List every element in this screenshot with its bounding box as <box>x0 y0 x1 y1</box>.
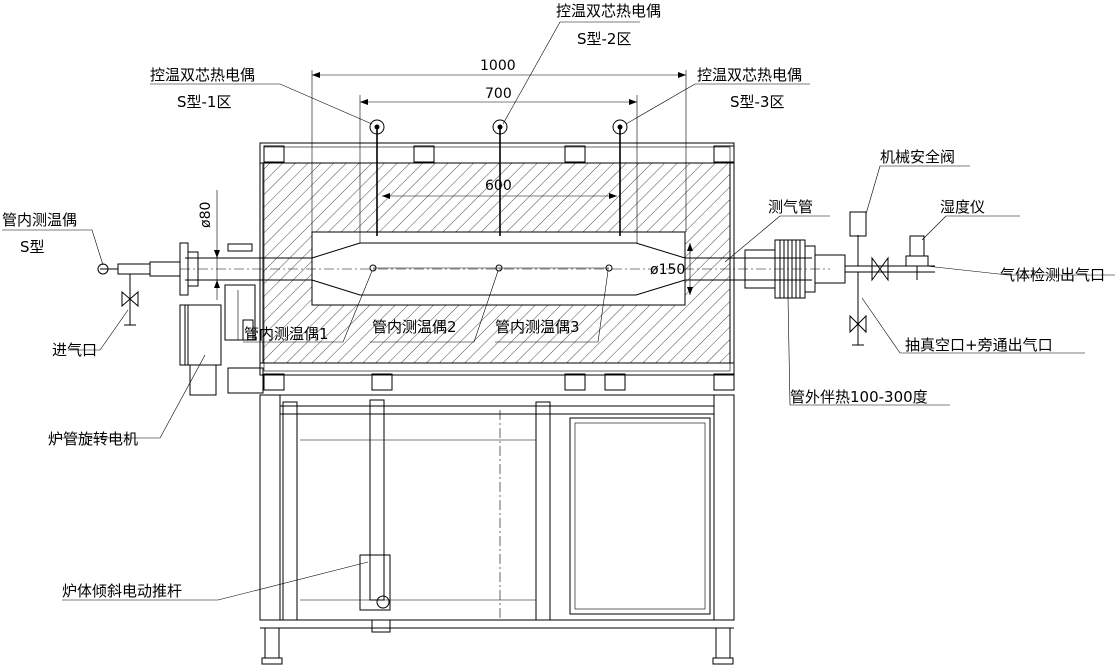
dim-dia150: ø150 <box>650 262 685 278</box>
label-tc-zone3-type: S型-3区 <box>730 93 784 111</box>
label-tube-tc-type: S型 <box>20 238 45 256</box>
label-tc-zone1-type: S型-1区 <box>177 93 231 111</box>
labels: 控温双芯热电偶 S型-2区 控温双芯热电偶 S型-1区 控温双芯热电偶 S型-3… <box>2 2 1105 600</box>
zone-thermocouples <box>369 119 628 236</box>
label-vacuum-port: 抽真空口+旁通出气口 <box>905 336 1053 354</box>
label-heat-tracing: 管外伴热100-300度 <box>790 388 928 406</box>
label-gas-inlet: 进气口 <box>52 341 97 359</box>
inlet-end <box>97 242 253 326</box>
label-mech-safety-valve: 机械安全阀 <box>880 148 955 166</box>
label-inner-tc3: 管内测温偶3 <box>495 318 580 336</box>
label-hygrometer: 湿度仪 <box>940 198 985 216</box>
label-tc-zone2: 控温双芯热电偶 <box>556 2 661 20</box>
label-tube-motor: 炉管旋转电机 <box>48 430 138 448</box>
label-inner-tc1: 管内测温偶1 <box>244 325 329 343</box>
outlet-end <box>744 211 935 346</box>
process-tube <box>180 242 830 296</box>
label-tilt-actuator: 炉体倾斜电动推杆 <box>62 582 182 600</box>
label-tc-zone2-type: S型-2区 <box>577 30 631 48</box>
top-clamps <box>263 145 735 163</box>
label-gas-sampling-tube: 测气管 <box>768 198 813 216</box>
dim-700: 700 <box>485 86 512 102</box>
dim-1000: 1000 <box>480 58 516 74</box>
label-gas-outlet: 气体检测出气口 <box>1000 266 1105 284</box>
leader-lines <box>2 21 1115 601</box>
bottom-clamps <box>263 373 735 391</box>
furnace-body <box>180 142 830 391</box>
label-tube-tc: 管内测温偶 <box>2 211 77 229</box>
heat-tracing-coil <box>779 240 801 298</box>
label-tc-zone3: 控温双芯热电偶 <box>697 66 802 84</box>
dim-600: 600 <box>485 178 512 194</box>
dim-dia80: ø80 <box>198 202 214 228</box>
dimension-texts: 1000 700 600 ø80 ø150 <box>198 58 685 278</box>
label-tc-zone1: 控温双芯热电偶 <box>150 66 255 84</box>
dimension-lines <box>214 70 693 300</box>
rotation-motor <box>179 284 264 396</box>
label-inner-tc2: 管内测温偶2 <box>372 318 457 336</box>
stand-frame <box>259 394 735 665</box>
